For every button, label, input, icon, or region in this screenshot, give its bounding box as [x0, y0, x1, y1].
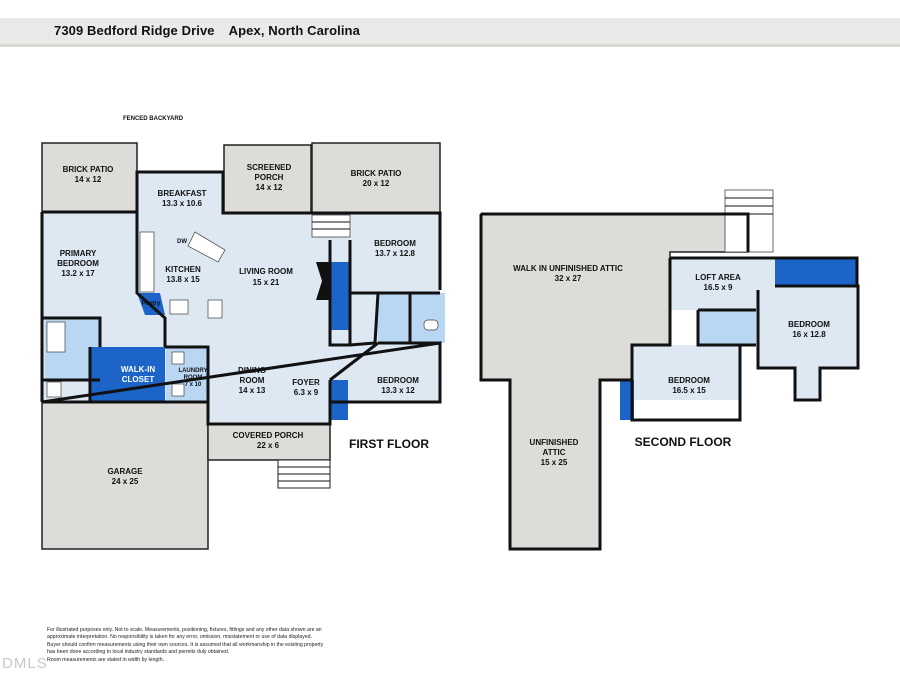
- brick-patio-right-size: 20 x 12: [363, 179, 390, 188]
- bedroom-2-size: 13.3 x 12: [381, 386, 415, 395]
- dining-room-name1: DINING: [238, 366, 266, 375]
- primary-bedroom-name2: BEDROOM: [57, 259, 99, 268]
- bedroom-4-name: BEDROOM: [668, 376, 710, 385]
- covered-porch-size: 22 x 6: [257, 441, 280, 450]
- second-floor-plan: WALK IN UNFINISHED ATTIC 32 x 27 UNFINIS…: [479, 189, 860, 551]
- breakfast-name: BREAKFAST: [158, 189, 207, 198]
- disclaimer-line: Room measurements are stated in width by…: [47, 656, 165, 663]
- loft-size: 16.5 x 9: [704, 283, 733, 292]
- disclaimer-text: For illustrated purposes only. Not to sc…: [47, 627, 387, 664]
- walk-in-closet-area: [90, 347, 165, 402]
- mls-logo: DMLS: [2, 655, 48, 672]
- covered-porch-area: [207, 423, 331, 461]
- bedroom-4-size: 16.5 x 15: [672, 386, 706, 395]
- garage-size: 24 x 25: [112, 477, 139, 486]
- first-floor-label: FIRST FLOOR: [349, 437, 429, 451]
- pantry-label: Pantry: [142, 301, 161, 307]
- upstairs-walls: [630, 256, 859, 422]
- kitchen-fridge: [207, 299, 223, 319]
- first-floor-plan: FENCED BACKYARD BRICK PATIO 14 x 12 BREA…: [40, 116, 445, 550]
- toilet-fixture: [423, 319, 439, 331]
- laundry-name2: ROOM: [184, 375, 203, 381]
- bedroom-1-name: BEDROOM: [374, 239, 416, 248]
- living-room-name: LIVING ROOM: [239, 267, 293, 276]
- washer-fixture: [171, 351, 185, 365]
- dining-room-name2: ROOM: [240, 376, 265, 385]
- brick-patio-right-name: BRICK PATIO: [351, 169, 402, 178]
- screened-porch-name1: SCREENED: [247, 163, 292, 172]
- covered-porch-name: COVERED PORCH: [233, 431, 304, 440]
- header-title: 7309 Bedford Ridge Drive Apex, North Caro…: [54, 23, 360, 38]
- screened-porch-size: 14 x 12: [256, 183, 283, 192]
- hall-closet: [330, 302, 350, 330]
- disclaimer-line: has been done according to local industr…: [47, 649, 230, 656]
- dryer-fixture: [171, 383, 185, 397]
- foyer-name: FOYER: [292, 378, 320, 387]
- kitchen-counter: [139, 231, 155, 293]
- primary-bedroom-name1: PRIMARY: [60, 249, 97, 258]
- primary-bath-walls: [42, 316, 102, 382]
- brick-patio-left-size: 14 x 12: [75, 175, 102, 184]
- living-room-size: 15 x 21: [253, 278, 280, 287]
- interior-walls-east: [328, 240, 440, 347]
- primary-vanity: [46, 381, 62, 398]
- address-text: 7309 Bedford Ridge Drive: [54, 23, 215, 38]
- bedroom-4-floor: [632, 345, 740, 400]
- laundry-size: 7 x 10: [185, 382, 202, 388]
- fireplace: [316, 262, 330, 300]
- bedroom-1-size: 13.7 x 12.8: [375, 249, 416, 258]
- hall-bath: [378, 293, 410, 343]
- attic-unfinished-size: 15 x 25: [541, 458, 568, 467]
- screened-porch-name2: PORCH: [255, 173, 284, 182]
- brick-patio-right-area: [311, 142, 441, 214]
- loft-area-floor: [670, 258, 775, 345]
- loft-name: LOFT AREA: [695, 273, 741, 282]
- hall-bath-toilet-room: [410, 293, 445, 343]
- fenced-backyard-label: FENCED BACKYARD: [123, 116, 184, 122]
- walk-in-closet-name2: CLOSET: [122, 375, 155, 384]
- laundry-name1: LAUNDRY: [178, 368, 207, 374]
- disclaimer-line: Buyer should confirm measurements using …: [47, 641, 324, 648]
- dw-label: DW: [177, 239, 187, 245]
- attic-unfinished-name1: UNFINISHED: [530, 438, 579, 447]
- attic-walls: [479, 212, 750, 551]
- second-floor-label: SECOND FLOOR: [635, 435, 732, 449]
- kitchen-range: [169, 299, 189, 315]
- screened-porch-area: [223, 144, 312, 214]
- bedroom-2-wall: [328, 341, 379, 402]
- disclaimer-line: For illustrated purposes only. Not to sc…: [47, 627, 322, 633]
- kitchen-size: 13.8 x 15: [166, 275, 200, 284]
- bath-walls: [696, 308, 756, 347]
- foyer-size: 6.3 x 9: [294, 388, 319, 397]
- attic-walk-in-size: 32 x 27: [555, 274, 582, 283]
- breakfast-size: 13.3 x 10.6: [162, 199, 203, 208]
- bedroom-2-name: BEDROOM: [377, 376, 419, 385]
- interior-walls-west: [88, 212, 210, 402]
- bedroom-3-name: BEDROOM: [788, 320, 830, 329]
- upstairs-bath: [698, 310, 756, 345]
- brick-patio-left-name: BRICK PATIO: [63, 165, 114, 174]
- dining-room-size: 14 x 13: [239, 386, 266, 395]
- primary-bedroom-size: 13.2 x 17: [61, 269, 95, 278]
- walk-in-closet-name1: WALK-IN: [121, 365, 155, 374]
- bedroom-3-closet: [775, 258, 857, 286]
- location-text: Apex, North Carolina: [228, 23, 360, 38]
- primary-tub: [46, 321, 66, 353]
- bedroom-3-walls: [756, 284, 860, 402]
- disclaimer-line: approximate interpretation. No responsib…: [47, 634, 312, 641]
- kitchen-name: KITCHEN: [165, 265, 201, 274]
- attic-unfinished-name2: ATTIC: [543, 448, 566, 457]
- bedroom-3-floor: [758, 285, 858, 400]
- header-bar: 7309 Bedford Ridge Drive Apex, North Caro…: [0, 18, 900, 47]
- garage-area: [41, 401, 209, 550]
- bedroom-3-size: 16 x 12.8: [792, 330, 826, 339]
- closet-bedroom-2: [330, 380, 348, 420]
- closet-bedroom-1: [330, 262, 350, 302]
- attic-walk-in-name: WALK IN UNFINISHED ATTIC: [513, 264, 623, 273]
- garage-name: GARAGE: [107, 467, 143, 476]
- kitchen-island: [187, 231, 226, 263]
- stairs: [311, 214, 351, 238]
